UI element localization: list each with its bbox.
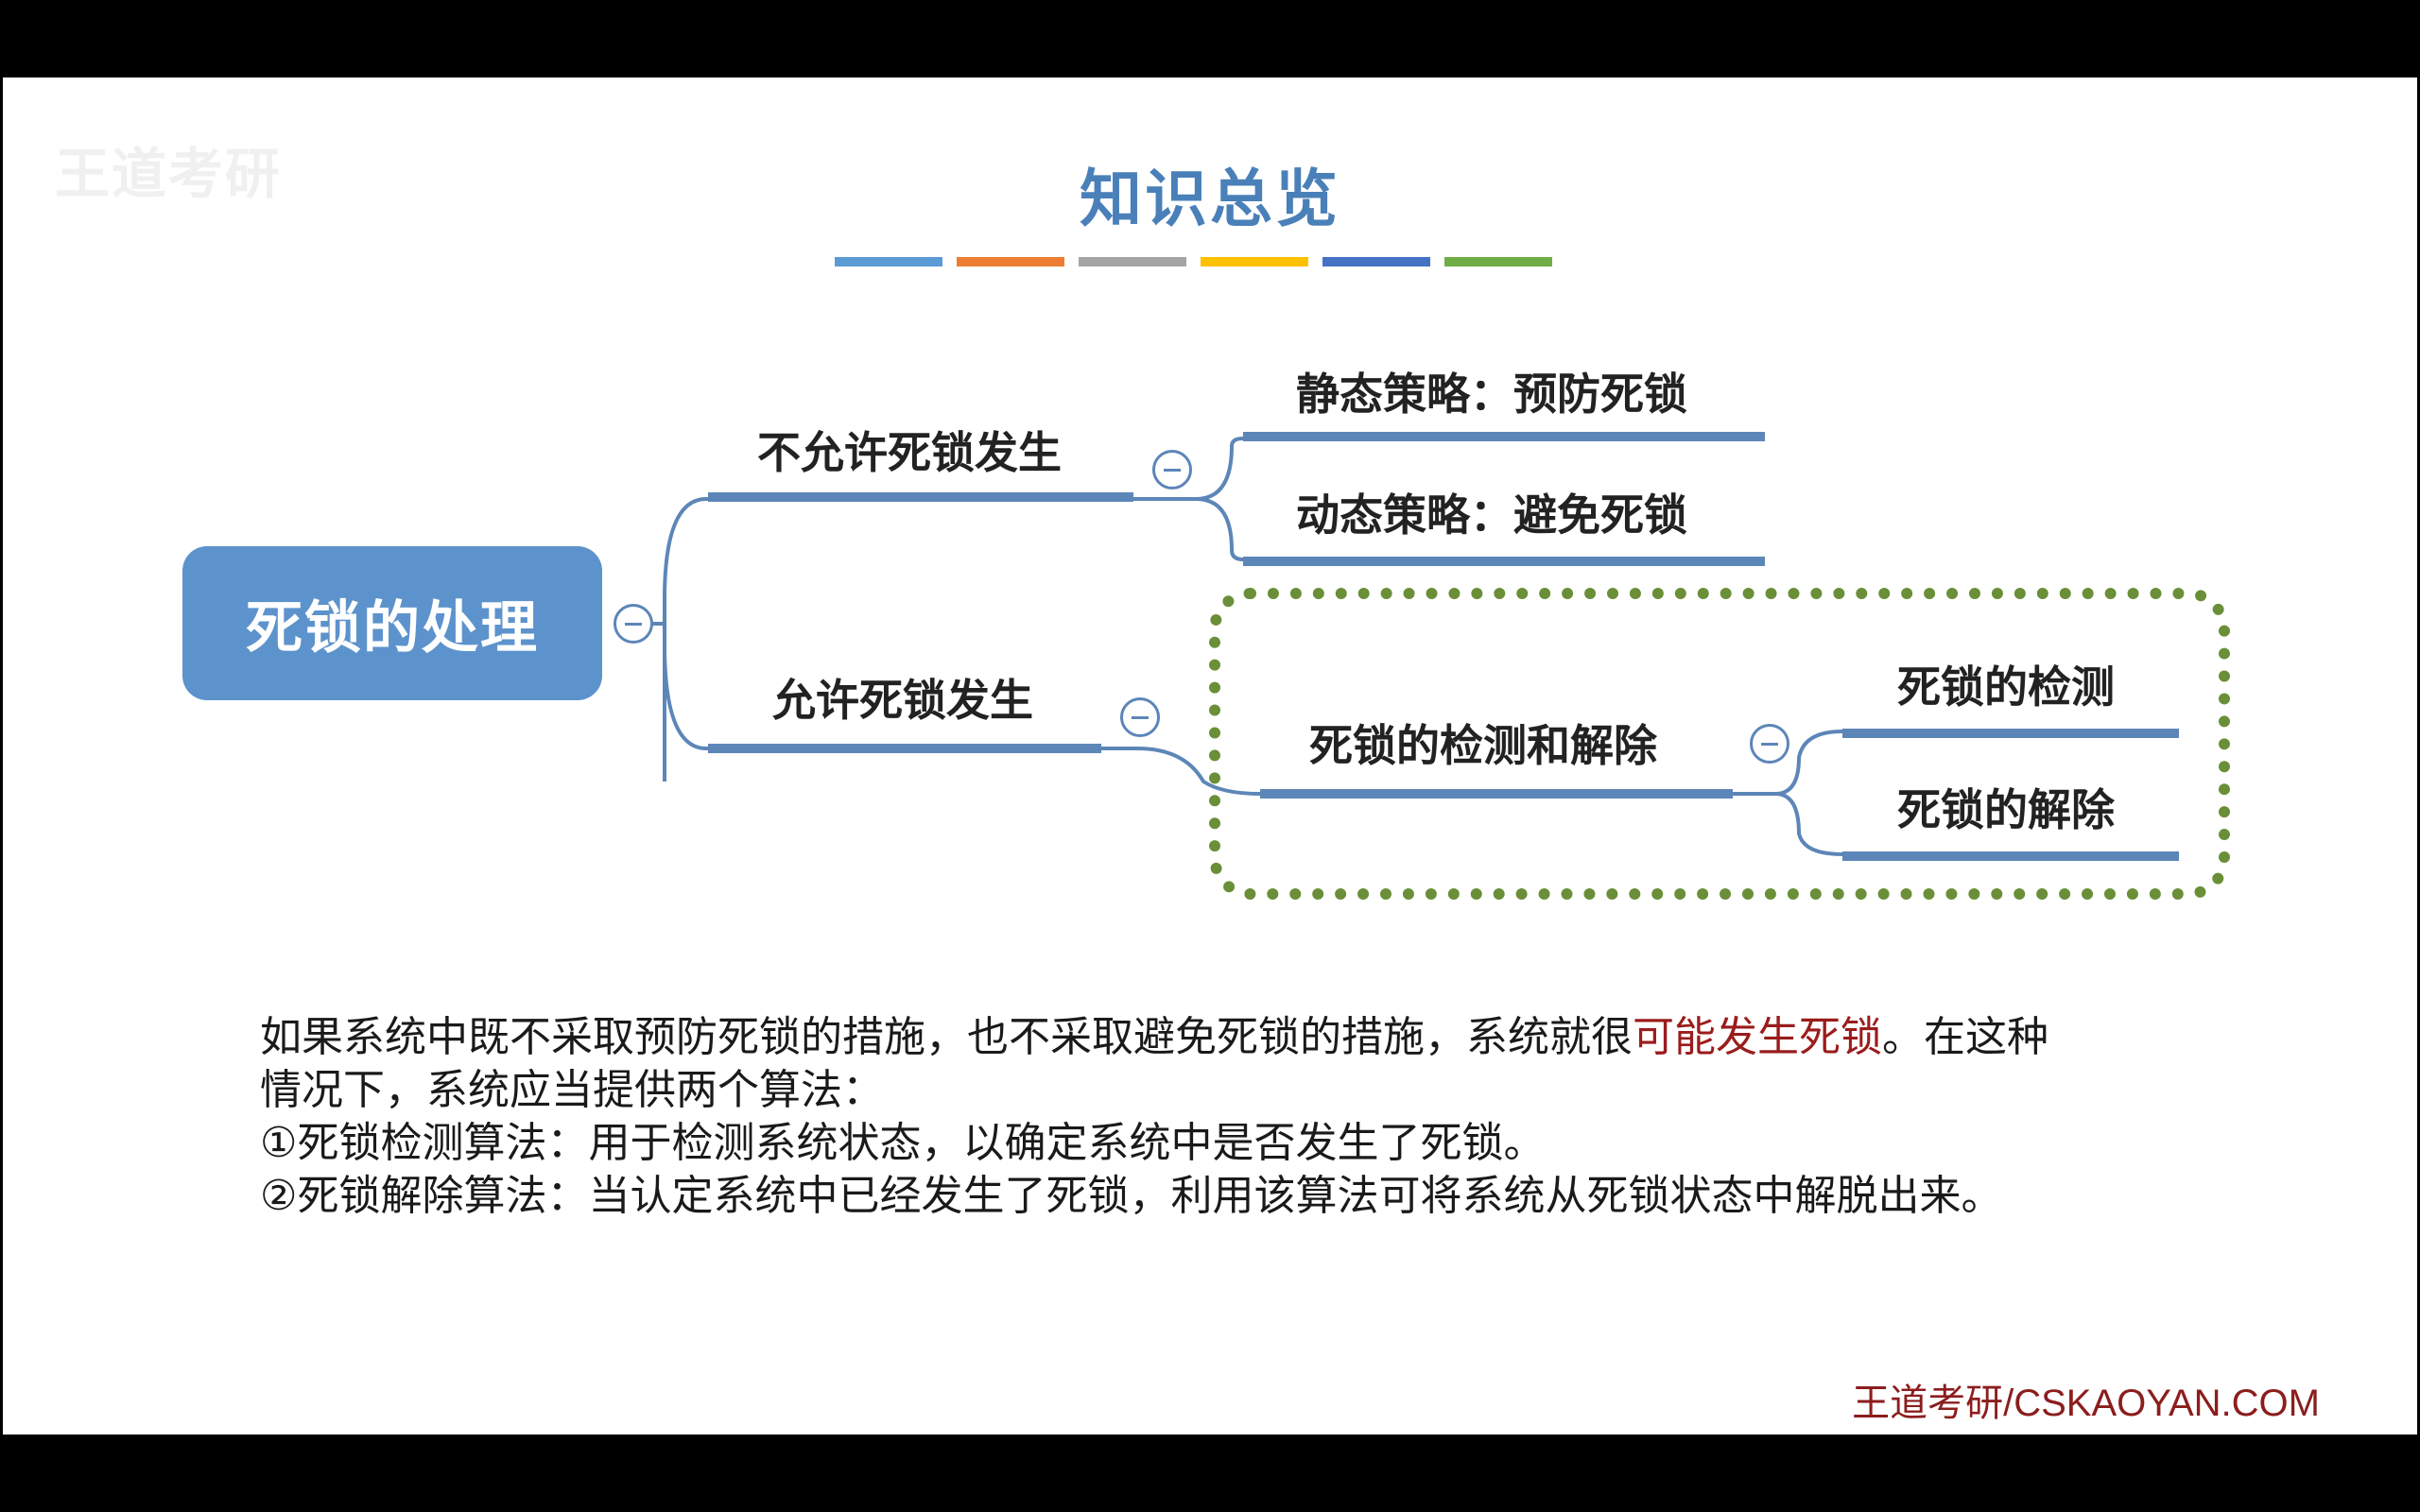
collapse-root-button[interactable] <box>614 604 653 644</box>
collapse-detect-button[interactable] <box>1750 724 1789 764</box>
slide: 王道考研 知识总览 死锁的处理 <box>3 77 2417 1435</box>
connector-root-to-branch1 <box>623 497 708 626</box>
watermark-logo: 王道考研 <box>55 142 283 206</box>
collapse-branch2-button[interactable] <box>1120 697 1160 737</box>
desc-line-3: ①死锁检测算法：用于检测系统状态，以确定系统中是否发生了死锁。 <box>260 1119 1546 1167</box>
connector-branch1-to-child2 <box>1195 497 1244 561</box>
title-bar-segment-1 <box>835 257 942 266</box>
footer-brand: 王道考研/CSKAOYAN.COM <box>1852 1383 2320 1424</box>
desc-line-1-highlight: 可能发生死锁 <box>1633 1013 1882 1061</box>
connector-root-branch2-curve <box>663 644 708 750</box>
branch-allow-deadlock-label[interactable]: 允许死锁发生 <box>772 675 1033 726</box>
mindmap-connectors <box>623 432 2179 861</box>
branch-no-deadlock-label[interactable]: 不允许死锁发生 <box>757 427 1062 478</box>
connector-detect-to-children <box>1731 730 1843 796</box>
slide-title: 知识总览 <box>1080 163 1340 235</box>
connector-detect-to-child2 <box>1774 792 1843 856</box>
title-bar-segment-3 <box>1079 257 1186 266</box>
collapse-branch1-button[interactable] <box>1152 450 1192 490</box>
title-bar-segment-4 <box>1201 257 1308 266</box>
title-bar-segment-2 <box>957 257 1064 266</box>
description-text: 如果系统中既不采取预防死锁的措施，也不采取避免死锁的措施，系统就很可能发生死锁。… <box>260 1011 2264 1223</box>
highlight-dotted-box <box>1209 588 2230 900</box>
desc-line-2: 情况下，系统应当提供两个算法： <box>260 1066 884 1114</box>
desc-line-4: ②死锁解除算法：当认定系统中已经发生了死锁，利用该算法可将系统从死锁状态中解脱出… <box>260 1172 2003 1220</box>
connector-branch2-to-detect <box>1099 747 1261 796</box>
desc-line-1-after: 。在这种 <box>1882 1013 2048 1061</box>
child-dynamic-strategy-label[interactable]: 动态策略：避免死锁 <box>1296 490 1687 541</box>
connector-branch1-to-children <box>1132 437 1244 501</box>
detect-and-remove-label[interactable]: 死锁的检测和解除 <box>1309 720 1657 771</box>
title-bar-segment-5 <box>1322 257 1430 266</box>
child-detection-label[interactable]: 死锁的检测 <box>1897 662 2115 713</box>
desc-line-1-before: 如果系统中既不采取预防死锁的措施，也不采取避免死锁的措施，系统就很 <box>260 1013 1633 1061</box>
title-bar-segment-6 <box>1444 257 1552 266</box>
root-node[interactable]: 死锁的处理 <box>182 546 602 700</box>
child-removal-label[interactable]: 死锁的解除 <box>1897 784 2115 835</box>
desc-line-1: 如果系统中既不采取预防死锁的措施，也不采取避免死锁的措施，系统就很可能发生死锁。… <box>260 1011 2264 1064</box>
child-static-strategy-label[interactable]: 静态策略：预防死锁 <box>1296 369 1687 420</box>
